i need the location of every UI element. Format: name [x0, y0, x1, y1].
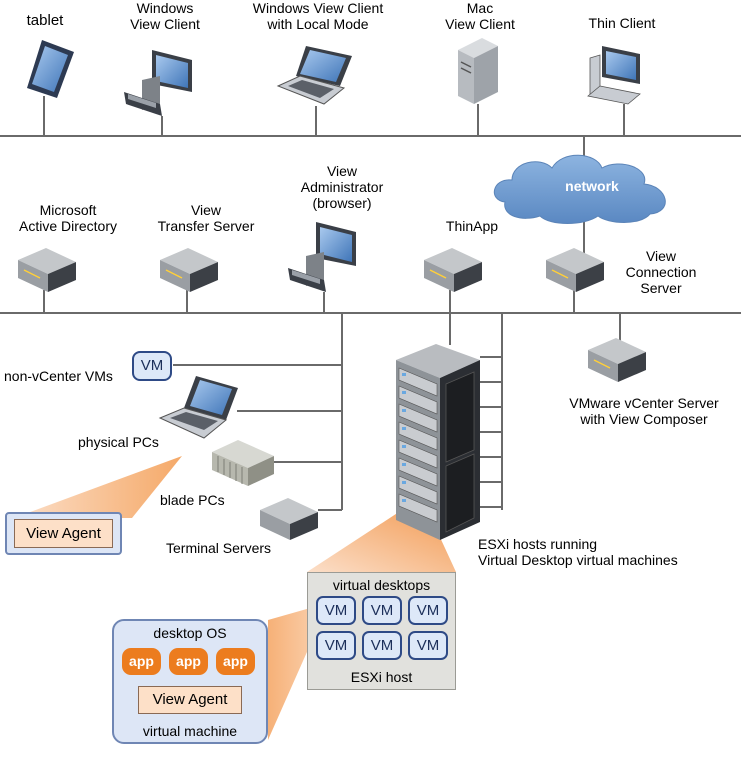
vcenter-label-line1: VMware vCenter Server: [569, 395, 719, 411]
terminal-server-icon: [260, 498, 318, 540]
connection-server-label-line2: Connection: [625, 264, 697, 280]
windows-local-mode-label: Windows View Client with Local Mode: [238, 0, 398, 32]
esxi-vm-6: VM: [408, 631, 448, 660]
esxi-host-footer: ESXi host: [350, 669, 413, 685]
laptop-icon: [276, 46, 352, 105]
connection-server-label: View Connection Server: [616, 248, 706, 296]
physical-pcs-label: physical PCs: [78, 434, 159, 450]
blade-pc-icon: [212, 440, 274, 486]
active-directory-label-line1: Microsoft: [39, 202, 97, 218]
active-directory-server-icon: [18, 248, 76, 292]
network-label: network: [565, 178, 619, 194]
virtual-machine-panel: desktop OS app app app View Agent virtua…: [112, 619, 268, 744]
tower-server-icon: [458, 38, 498, 104]
vm-callout-cone: [268, 595, 356, 740]
view-administrator-label: View Administrator (browser): [290, 163, 394, 211]
tablet-icon: [27, 40, 74, 98]
non-vcenter-vms-label: non-vCenter VMs: [4, 368, 113, 384]
terminal-servers-label: Terminal Servers: [166, 540, 272, 556]
mac-view-client-label-line2: View Client: [445, 16, 515, 32]
esxi-hosts-label-line2: Virtual Desktop virtual machines: [478, 552, 678, 568]
esxi-rack-icon: [396, 344, 480, 540]
network-cloud-icon: [493, 154, 666, 224]
connection-server-icon: [546, 248, 604, 292]
administrator-pc-icon: [288, 222, 356, 292]
app-badge-1: app: [122, 648, 161, 675]
view-administrator-label-line2: Administrator: [300, 179, 384, 195]
tablet-label: tablet: [26, 12, 64, 29]
thinapp-label: ThinApp: [445, 218, 499, 234]
transfer-server-icon: [160, 248, 218, 292]
view-administrator-label-line3: (browser): [312, 195, 372, 211]
virtual-desktops-title: virtual desktops: [332, 577, 431, 593]
view-agent-callout-label: View Agent: [14, 519, 113, 548]
vcenter-label: VMware vCenter Server with View Composer: [556, 395, 732, 427]
vcenter-label-line2: with View Composer: [580, 411, 708, 427]
windows-view-client-label-line2: View Client: [130, 16, 200, 32]
mac-view-client-label: Mac View Client: [430, 0, 530, 32]
vcenter-server-icon: [588, 338, 646, 382]
connection-server-label-line1: View: [645, 248, 677, 264]
desktop-os-title: desktop OS: [153, 625, 227, 641]
vm-view-agent-label: View Agent: [138, 686, 242, 714]
view-agent-callout-panel: View Agent: [5, 512, 122, 555]
windows-view-client-label-line1: Windows: [136, 0, 194, 16]
connection-server-label-line3: Server: [640, 280, 682, 296]
thin-client-label: Thin Client: [588, 15, 656, 31]
view-agent-callout-cone: [14, 456, 182, 518]
app-badge-3: app: [216, 648, 255, 675]
esxi-vm-1: VM: [316, 596, 356, 625]
physical-pc-laptop-icon: [158, 376, 238, 439]
app-badge-2: app: [169, 648, 208, 675]
windows-view-client-label: Windows View Client: [110, 0, 220, 32]
desktop-pc-icon: [124, 50, 192, 116]
active-directory-label: Microsoft Active Directory: [6, 202, 130, 234]
transfer-server-label-line1: View: [190, 202, 222, 218]
esxi-vm-4: VM: [316, 631, 356, 660]
network-bus-lines: [0, 96, 741, 511]
esxi-host-panel: virtual desktops VM VM VM VM VM VM ESXi …: [307, 572, 456, 690]
esxi-hosts-label: ESXi hosts running Virtual Desktop virtu…: [478, 536, 678, 568]
esxi-vm-5: VM: [362, 631, 402, 660]
windows-local-mode-label-line1: Windows View Client: [252, 0, 384, 16]
transfer-server-label: View Transfer Server: [148, 202, 264, 234]
mac-view-client-label-line1: Mac: [466, 0, 494, 16]
thinapp-server-icon: [424, 248, 482, 292]
windows-local-mode-label-line2: with Local Mode: [267, 16, 369, 32]
non-vcenter-vm-badge: VM: [132, 351, 172, 381]
esxi-hosts-label-line1: ESXi hosts running: [478, 536, 598, 552]
thin-client-icon: [587, 46, 641, 105]
blade-pcs-label: blade PCs: [160, 492, 225, 508]
view-administrator-label-line1: View: [326, 163, 358, 179]
esxi-vm-3: VM: [408, 596, 448, 625]
transfer-server-label-line2: Transfer Server: [157, 218, 255, 234]
esxi-vm-2: VM: [362, 596, 402, 625]
virtual-machine-footer: virtual machine: [142, 723, 238, 739]
active-directory-label-line2: Active Directory: [18, 218, 118, 234]
